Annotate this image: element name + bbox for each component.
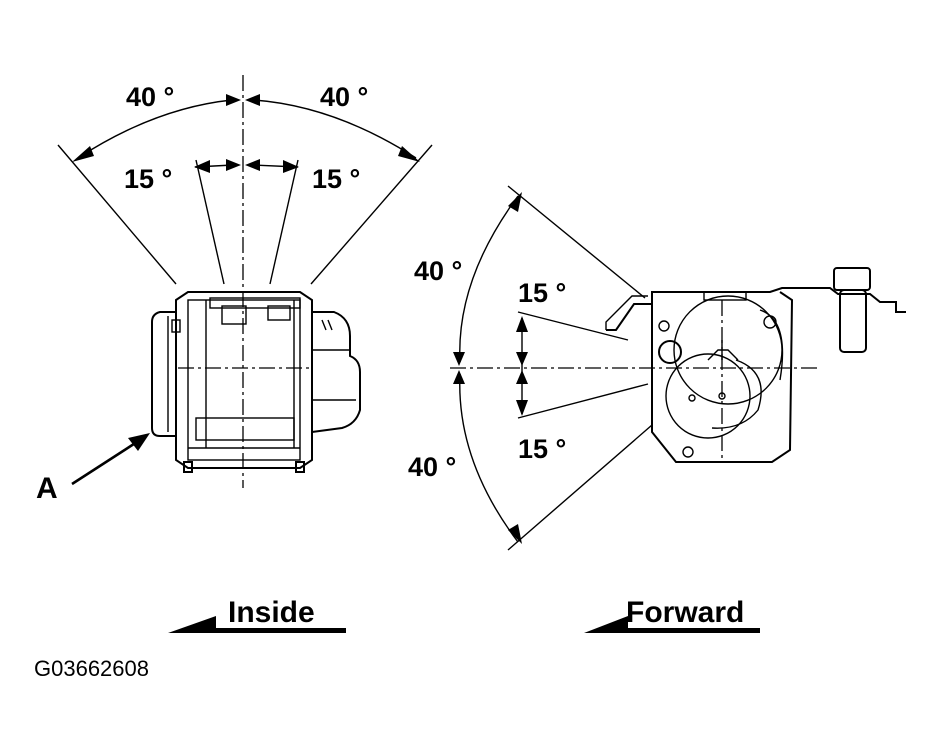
left-40-limit-line-left (57, 144, 177, 285)
left-40-arrowhead-center-left (226, 94, 241, 106)
right-40-arrowhead-center-bottom (453, 370, 465, 384)
left-angle-inner-left-label: 15 ° (124, 164, 172, 194)
forward-direction-indicator: Forward (584, 596, 760, 633)
left-40-arc-right (253, 99, 417, 159)
right-40-arrowhead-center-top (453, 352, 465, 366)
right-40-arc (459, 195, 519, 543)
right-40-arrowhead-top (508, 192, 522, 212)
right-15-arrowhead-center-top (516, 352, 528, 366)
right-angle-outer-top-label: 40 ° (414, 256, 462, 286)
right-angle-inner-top-label: 15 ° (518, 278, 566, 308)
right-actuator-body (605, 267, 906, 463)
left-15-limit-line-right (269, 159, 299, 285)
left-40-arrowhead-right (398, 146, 420, 162)
left-40-limit-line-right (310, 144, 433, 285)
left-15-limit-line-left (195, 159, 225, 285)
left-15-arrowhead-center-right (245, 159, 260, 171)
left-view (57, 75, 433, 488)
left-actuator-body (151, 291, 361, 473)
left-40-arrowhead-left (72, 146, 94, 162)
right-40-arrowhead-bottom (508, 524, 522, 544)
forward-label: Forward (626, 596, 744, 629)
left-40-arc-left (77, 99, 233, 159)
right-view (450, 185, 906, 551)
left-angle-outer-right-label: 40 ° (320, 82, 368, 112)
callout-a-leader (71, 438, 141, 486)
callout-a-label: A (36, 472, 58, 505)
left-15-arrowhead-right (283, 160, 299, 173)
right-15-limit-line-top (517, 311, 629, 341)
inside-arrow (168, 616, 346, 633)
left-40-arrowhead-center-right (245, 94, 260, 106)
figure-id: G03662608 (34, 656, 149, 681)
inside-label: Inside (228, 596, 315, 629)
right-15-arrowhead-center-bottom (516, 370, 528, 384)
right-40-limit-line-bottom (507, 424, 653, 551)
right-15-arrowhead-bottom (516, 400, 528, 416)
forward-arrow (584, 616, 760, 633)
left-15-arrowhead-center-left (226, 159, 241, 171)
left-angle-inner-right-label: 15 ° (312, 164, 360, 194)
angle-labels: 40 ° 40 ° 15 ° 15 ° 40 ° 15 ° 15 ° 40 ° (124, 82, 566, 482)
right-angle-inner-bottom-label: 15 ° (518, 434, 566, 464)
callout-a-arrowhead (128, 433, 150, 451)
right-angle-outer-bottom-label: 40 ° (408, 452, 456, 482)
left-15-arrowhead-left (194, 160, 210, 173)
inside-direction-indicator: Inside (168, 596, 346, 633)
right-40-limit-line-top (507, 185, 646, 299)
left-angle-outer-left-label: 40 ° (126, 82, 174, 112)
right-15-limit-line-bottom (517, 383, 649, 419)
right-15-arrowhead-top (516, 316, 528, 332)
